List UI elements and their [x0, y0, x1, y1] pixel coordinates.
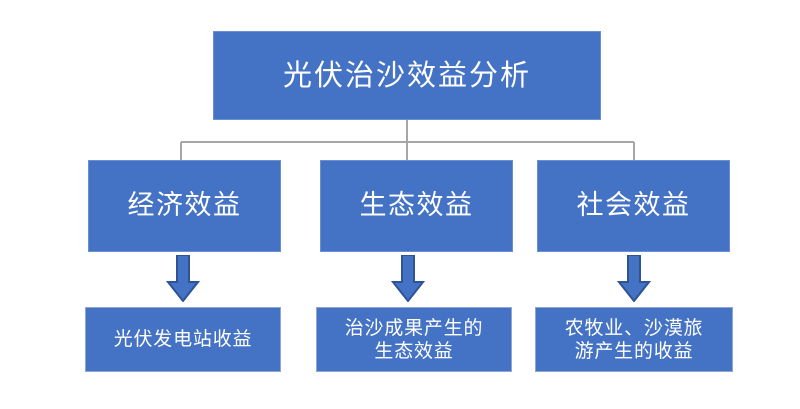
node-root[interactable]: 光伏治沙效益分析 [213, 31, 601, 120]
node-branch-ecological[interactable]: 生态效益 [320, 160, 513, 252]
arrow-down-icon-social [617, 255, 651, 302]
node-leaf-pv-station-revenue[interactable]: 光伏发电站收益 [85, 307, 281, 372]
arrow-down-icon-economic [166, 255, 200, 302]
arrow-down-icon-ecological [391, 255, 425, 302]
node-leaf-agriculture-tourism-revenue[interactable]: 农牧业、沙漠旅 游产生的收益 [535, 307, 733, 372]
node-branch-social[interactable]: 社会效益 [537, 160, 730, 252]
node-leaf-sand-control-ecological[interactable]: 治沙成果产生的 生态效益 [316, 307, 512, 372]
node-branch-economic[interactable]: 经济效益 [88, 160, 281, 252]
